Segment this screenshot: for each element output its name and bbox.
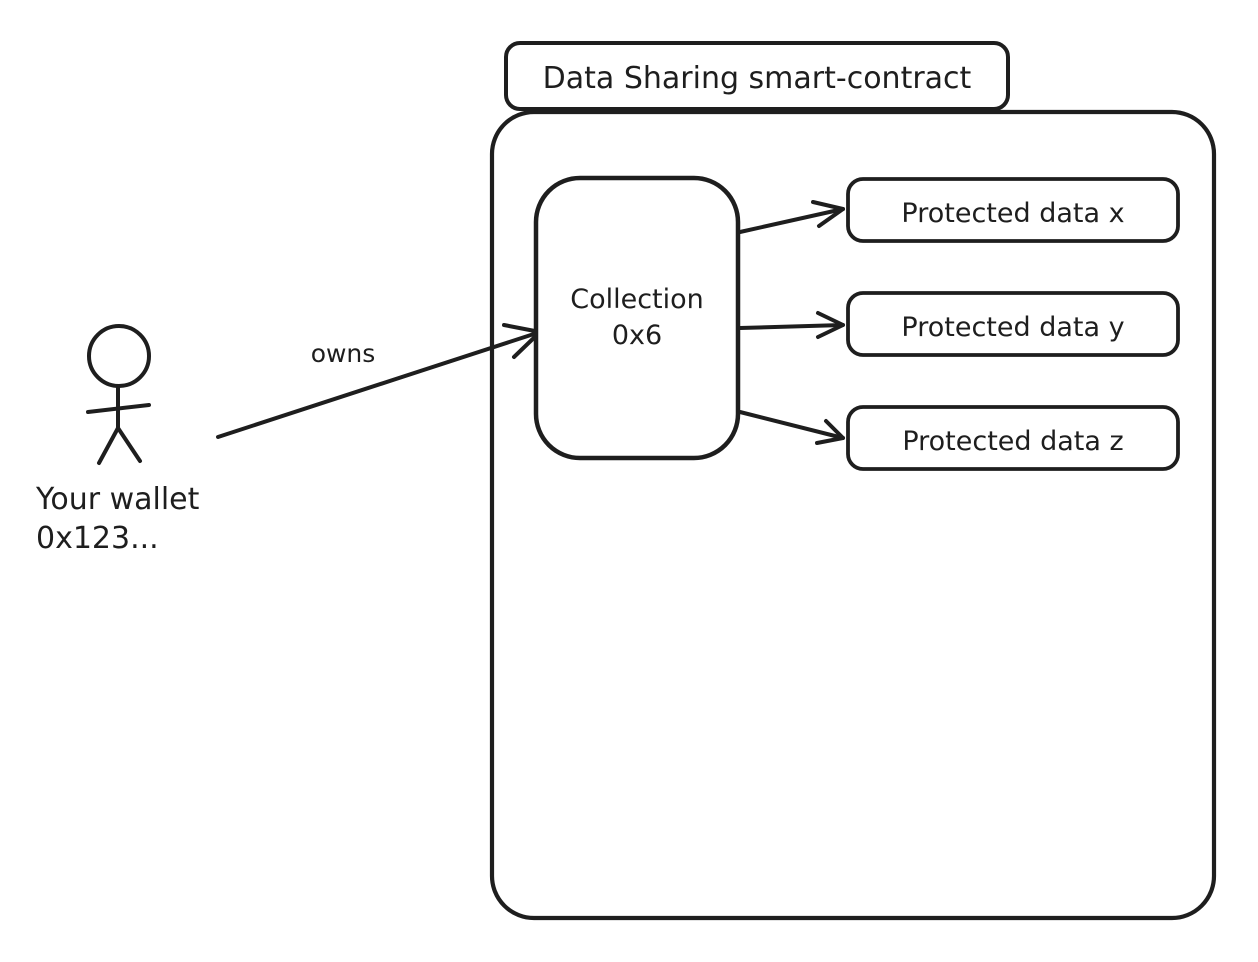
arrowhead-icon bbox=[815, 419, 845, 445]
owns-arrow-label: owns bbox=[311, 339, 376, 368]
protected-data-y-node: Protected data y bbox=[846, 291, 1180, 357]
protected-data-z-node: Protected data z bbox=[846, 405, 1180, 471]
owns-arrow-line bbox=[216, 330, 542, 439]
arrowhead-icon bbox=[811, 200, 845, 228]
arrow-line bbox=[738, 323, 845, 330]
stick-figure-right-leg-icon bbox=[116, 426, 142, 463]
wallet-address: 0x123... bbox=[36, 521, 159, 556]
protected-data-x-outline bbox=[846, 177, 1180, 243]
wallet-name: Your wallet bbox=[35, 482, 200, 517]
protected-data-z-label: Protected data z bbox=[902, 426, 1123, 457]
stick-figure-left-leg-icon bbox=[97, 426, 120, 465]
stick-figure-head-icon bbox=[87, 324, 151, 388]
collection-to-protected-y-arrow bbox=[738, 311, 845, 339]
collection-to-protected-x-arrow bbox=[738, 200, 845, 234]
protected-data-x-label: Protected data x bbox=[901, 198, 1124, 229]
protected-data-x-node: Protected data x bbox=[846, 177, 1180, 243]
collection-address: 0x6 bbox=[612, 320, 662, 351]
collection-node: Collection 0x6 bbox=[533, 175, 741, 461]
collection-to-protected-z-arrow bbox=[738, 410, 845, 445]
protected-data-z-outline bbox=[846, 405, 1180, 471]
stick-figure-arms-icon bbox=[86, 403, 151, 414]
collection-node-outline bbox=[533, 175, 741, 461]
contract-title-box: Data Sharing smart-contract bbox=[504, 41, 1010, 111]
contract-title-box-outline bbox=[504, 41, 1010, 111]
collection-name: Collection bbox=[570, 284, 704, 315]
arrow-line bbox=[738, 207, 845, 234]
contract-title: Data Sharing smart-contract bbox=[543, 61, 972, 96]
protected-data-y-label: Protected data y bbox=[901, 312, 1124, 343]
protected-data-y-outline bbox=[846, 291, 1180, 357]
arrowhead-icon bbox=[816, 311, 845, 339]
arrow-line bbox=[738, 410, 845, 440]
wallet-actor: Your wallet 0x123... bbox=[35, 324, 200, 556]
